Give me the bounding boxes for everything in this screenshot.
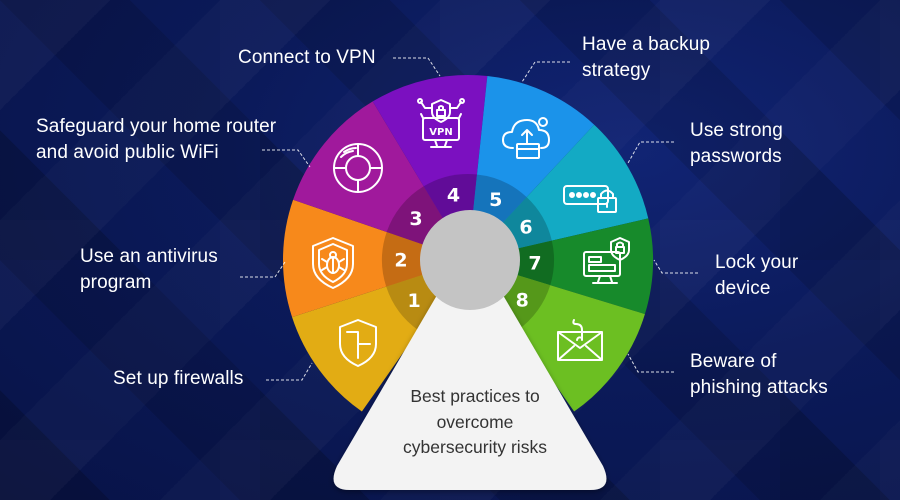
connector-line-8 bbox=[627, 353, 674, 373]
center-triangle bbox=[333, 290, 607, 490]
label-safeguard-router: Safeguard your home router and avoid pub… bbox=[36, 116, 277, 163]
phishing-mail-icon bbox=[557, 319, 603, 361]
svg-text:VPN: VPN bbox=[429, 127, 452, 138]
label-backup: Have a backup strategy bbox=[582, 34, 711, 81]
vpn-icon: VPN bbox=[417, 98, 465, 148]
segment-number-8: 8 bbox=[516, 289, 529, 311]
segment-7 bbox=[468, 218, 653, 315]
segment-number-2: 2 bbox=[394, 249, 407, 271]
cloud-backup-icon bbox=[502, 117, 550, 159]
locked-monitor-icon bbox=[583, 237, 630, 284]
hub-circle bbox=[420, 210, 520, 310]
segment-number-1: 1 bbox=[408, 290, 421, 312]
label-lock-device: Lock your device bbox=[715, 252, 799, 299]
label-firewalls: Set up firewalls bbox=[113, 368, 244, 389]
connector-line-7 bbox=[653, 259, 698, 274]
segment-2 bbox=[283, 199, 468, 318]
connector-line-4 bbox=[393, 57, 441, 77]
bug-shield-icon bbox=[312, 237, 354, 289]
label-antivirus: Use an antivirus program bbox=[80, 246, 218, 293]
label-phishing: Beware of phishing attacks bbox=[690, 351, 828, 398]
segment-number-3: 3 bbox=[409, 208, 422, 230]
center-title: Best practices to overcome cybersecurity… bbox=[403, 386, 547, 457]
password-lock-icon bbox=[563, 185, 617, 213]
connector-line-5 bbox=[521, 61, 570, 83]
segment-number-5: 5 bbox=[489, 189, 502, 211]
shield-icon bbox=[339, 319, 377, 367]
segment-number-7: 7 bbox=[528, 252, 541, 274]
router-icon bbox=[333, 143, 383, 193]
label-connect-vpn: Connect to VPN bbox=[238, 47, 376, 68]
segment-number-6: 6 bbox=[519, 217, 532, 239]
connector-line-3 bbox=[262, 149, 311, 168]
connector-line-6 bbox=[627, 141, 674, 164]
connector-line-1 bbox=[266, 362, 313, 381]
segment-number-4: 4 bbox=[447, 185, 460, 207]
label-passwords: Use strong passwords bbox=[690, 120, 783, 167]
connector-line-2 bbox=[240, 261, 286, 278]
